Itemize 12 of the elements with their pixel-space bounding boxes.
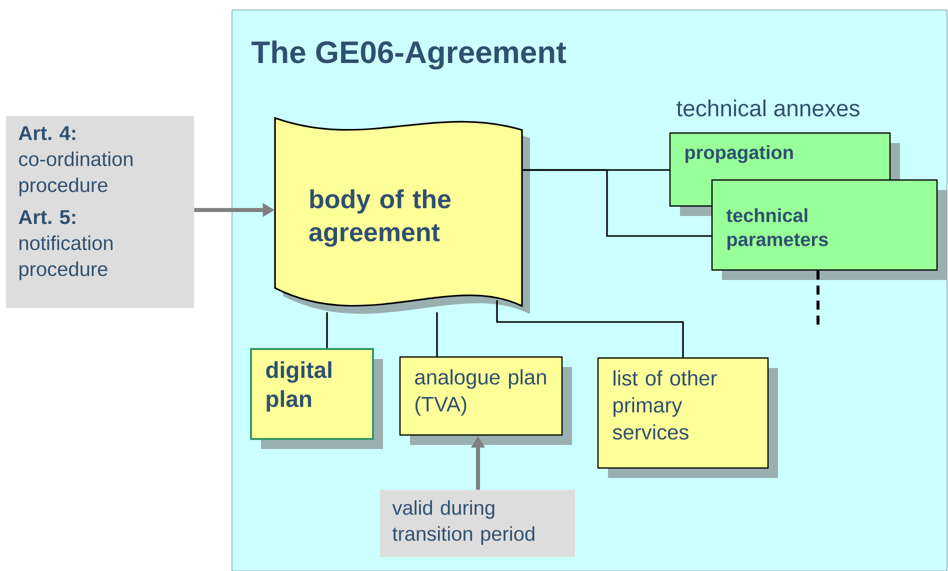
annex-box: technical parameters — [711, 179, 947, 280]
note-box: Art. 4: co-ordination procedure Art. 5: notification procedure — [6, 116, 194, 308]
note-box: valid during transition period — [380, 490, 575, 557]
section-heading: technical annexes — [676, 100, 860, 116]
plan-box: digital plan — [250, 348, 383, 449]
connector-line — [496, 300, 684, 358]
connector-line — [436, 312, 438, 356]
connector-line — [326, 312, 328, 348]
plan-box: list of other primary services — [597, 357, 778, 478]
connector-line — [522, 169, 712, 237]
connector-line — [816, 270, 820, 325]
plan-box: analogue plan (TVA) — [399, 356, 572, 445]
